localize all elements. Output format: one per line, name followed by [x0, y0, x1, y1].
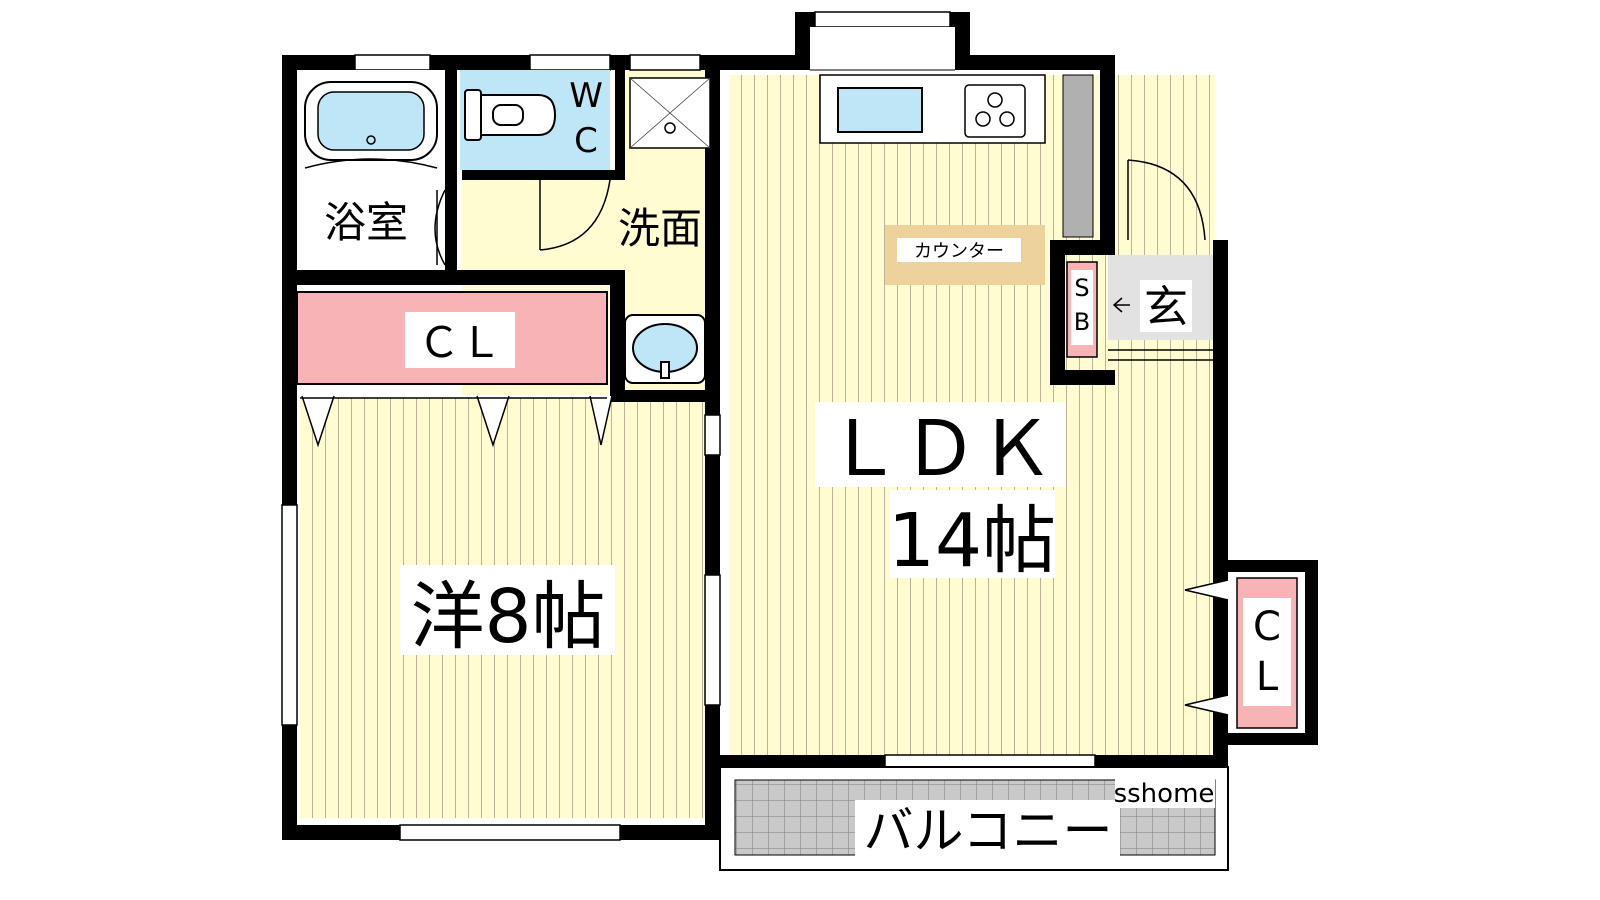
ldk-size-bg — [890, 490, 1055, 578]
washroom-label: 洗面 — [618, 204, 702, 253]
watermark-bg — [1115, 778, 1215, 808]
balcony-label-bg — [855, 800, 1120, 858]
bathtub-icon — [304, 81, 438, 169]
balcony-label: バルコニー — [864, 802, 1113, 860]
kitchen-sink-icon — [837, 87, 923, 133]
bath-label: 浴室 — [324, 198, 408, 247]
entrance-label-bg — [1140, 280, 1192, 332]
toilet-icon — [464, 89, 557, 141]
wash-basin-icon — [624, 314, 706, 384]
watermark: sshome — [1114, 779, 1215, 809]
shoe-box-label-top: S — [1074, 274, 1089, 302]
bay-window — [795, 11, 970, 71]
western-room-label-bg — [400, 565, 615, 655]
closet-right-label-bg — [1243, 598, 1291, 706]
western-room-label: 洋8帖 — [410, 574, 605, 660]
entrance-door[interactable] — [1108, 159, 1213, 361]
closet-right-doors[interactable] — [1184, 579, 1229, 716]
closet-right-label-bottom: L — [1256, 654, 1279, 700]
shoe-box-label-bottom: B — [1074, 308, 1090, 336]
wc-label-top: W — [569, 76, 603, 116]
shoe-box-label-bg — [1071, 270, 1093, 345]
entrance-label: 玄 — [1144, 282, 1188, 333]
counter-label-bg — [897, 238, 1021, 262]
gas-stove-icon — [964, 84, 1026, 138]
column — [1062, 74, 1094, 238]
closet-left-label: ＣＬ — [418, 318, 502, 367]
closet-right-label-top: C — [1253, 604, 1281, 650]
closet-doors[interactable] — [300, 383, 613, 448]
bath-door[interactable] — [434, 189, 446, 266]
windows — [281, 54, 1096, 841]
washing-machine-icon — [629, 77, 711, 149]
wc-label-bottom: C — [574, 121, 598, 161]
closet-left-label-bg — [405, 312, 515, 368]
counter-label: カウンター — [914, 241, 1004, 262]
ldk-name-bg — [815, 402, 1065, 487]
door-swing-icon[interactable] — [539, 179, 611, 251]
ldk-size-label: 14帖 — [888, 498, 1056, 584]
ldk-name-label: ＬＤＫ — [826, 404, 1054, 493]
